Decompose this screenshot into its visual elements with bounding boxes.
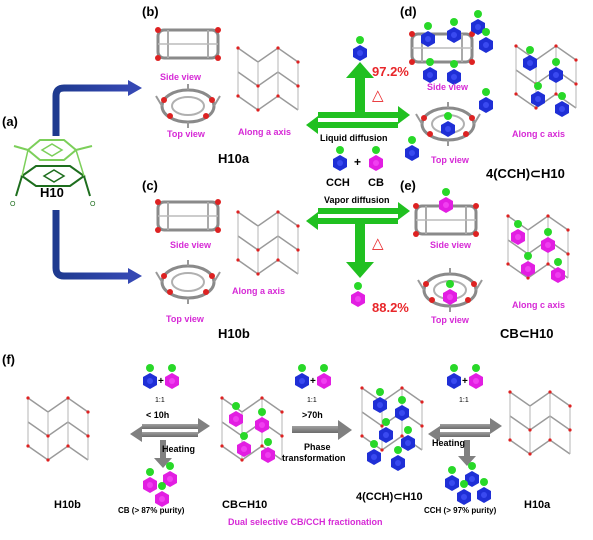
- c-side-view-label: Side view: [170, 240, 212, 250]
- f-right-plus: +: [462, 376, 468, 387]
- f-left-ratio: 1:1: [155, 397, 165, 404]
- cb-molecule-bottom: [351, 282, 365, 307]
- f-mid-ratio: 1:1: [307, 397, 317, 404]
- f-h10b-lattice: [23, 391, 93, 473]
- panel-b-letter: (b): [142, 4, 159, 19]
- c-axis-view-label: Along a axis: [232, 286, 285, 296]
- heat-symbol-bottom: △: [372, 235, 384, 252]
- liquid-diffusion-label: Liquid diffusion: [320, 133, 387, 143]
- f-cch-h10-guests: [367, 388, 415, 471]
- e-caption: CB⊂H10: [500, 326, 554, 341]
- f-stage-1: H10b: [54, 499, 81, 511]
- d-top-view-label: Top view: [431, 155, 470, 165]
- h10-label: H10: [40, 185, 64, 200]
- b-side-view-label: Side view: [160, 72, 202, 82]
- cb-molecule-center: [369, 146, 383, 171]
- f-right-ratio: 1:1: [459, 397, 469, 404]
- panel-f-letter: (f): [2, 352, 15, 367]
- f-mid-plus: +: [310, 376, 316, 387]
- f-right-action: Heating: [432, 438, 465, 448]
- svg-text:O: O: [90, 201, 96, 208]
- cch-molecule-center: [333, 146, 347, 171]
- f-left-action: Heating: [162, 444, 195, 454]
- green-arrow-vertical-down: [346, 224, 374, 278]
- f-cch-product: [445, 462, 491, 505]
- d-caption: 4(CCH)⊂H10: [486, 166, 565, 181]
- green-arrow-vertical-up: [346, 62, 374, 118]
- cch-molecule-top: [353, 36, 367, 61]
- f-stage-2: CB⊂H10: [222, 499, 267, 511]
- heat-symbol-top: △: [372, 87, 384, 104]
- h10b-side-structure: [153, 197, 223, 235]
- d-axis-view-label: Along c axis: [512, 129, 565, 139]
- f-cb-h10-lattice: [217, 391, 287, 473]
- f-left-arrows: [130, 418, 210, 468]
- panel-a-letter: (a): [2, 114, 18, 129]
- f-footer-label: Dual selective CB/CCH fractionation: [228, 517, 383, 527]
- f-right-cch: [447, 364, 461, 389]
- f-mid-cb: [317, 364, 331, 389]
- yield-cb: 88.2%: [372, 300, 409, 315]
- f-left-cch: [143, 364, 157, 389]
- green-arrows-vapor: [306, 202, 410, 230]
- f-cb-product: [143, 462, 177, 507]
- d-lattice-guests: [523, 46, 569, 117]
- e-top-view-label: Top view: [431, 315, 470, 325]
- c-top-view-label: Top view: [166, 314, 205, 324]
- f-stage-4: H10a: [524, 499, 551, 511]
- f-mid-action-1: Phase: [304, 442, 331, 452]
- h10b-lattice: [233, 205, 303, 287]
- e-top-guest: [443, 280, 457, 305]
- e-side-guest: [439, 188, 453, 213]
- h10a-caption: H10a: [218, 151, 250, 166]
- arrow-to-c: [52, 210, 142, 284]
- h10a-top-structure: [154, 82, 222, 130]
- h10a-side-structure: [153, 25, 223, 63]
- panel-d-letter: (d): [400, 4, 417, 19]
- b-axis-view-label: Along a axis: [238, 127, 291, 137]
- f-cch-h10-lattice: [357, 381, 427, 463]
- e-lattice-guests: [511, 220, 565, 283]
- f-right-arrows: [428, 418, 502, 466]
- yield-cch: 97.2%: [372, 64, 409, 79]
- vapor-diffusion-label: Vapor diffusion: [324, 195, 390, 205]
- f-mid-cch: [295, 364, 309, 389]
- d-side-structure: [407, 29, 477, 67]
- h10b-caption: H10b: [218, 326, 250, 341]
- green-arrows-liquid: [306, 106, 410, 134]
- h10b-top-structure: [154, 258, 222, 306]
- d-top-guests: [405, 88, 493, 161]
- d-side-view-label: Side view: [427, 82, 469, 92]
- plus-sign: +: [354, 155, 361, 169]
- f-right-cb: [469, 364, 483, 389]
- f-left-cb: [165, 364, 179, 389]
- f-h10a-lattice: [505, 385, 575, 467]
- f-product-cb: CB (> 87% purity): [118, 506, 185, 515]
- h10-molecule-structure: O O: [10, 139, 96, 208]
- f-product-cch: CCH (> 97% purity): [424, 506, 497, 515]
- e-axis-view-label: Along c axis: [512, 300, 565, 310]
- f-mid-arrow: [292, 420, 352, 440]
- d-lattice: [511, 39, 581, 121]
- f-mid-action-2: transformation: [282, 453, 346, 463]
- svg-text:O: O: [10, 201, 16, 208]
- panel-c-letter: (c): [142, 178, 158, 193]
- f-mid-time: >70h: [302, 410, 323, 420]
- f-stage-3: 4(CCH)⊂H10: [356, 491, 423, 503]
- panel-e-letter: (e): [400, 178, 416, 193]
- f-left-plus: +: [158, 376, 164, 387]
- f-left-time: < 10h: [146, 410, 169, 420]
- e-side-view-label: Side view: [430, 240, 472, 250]
- arrow-to-b: [52, 80, 142, 136]
- cch-label: CCH: [326, 177, 350, 189]
- h10a-lattice: [233, 41, 303, 123]
- cb-label: CB: [368, 177, 384, 189]
- b-top-view-label: Top view: [167, 129, 206, 139]
